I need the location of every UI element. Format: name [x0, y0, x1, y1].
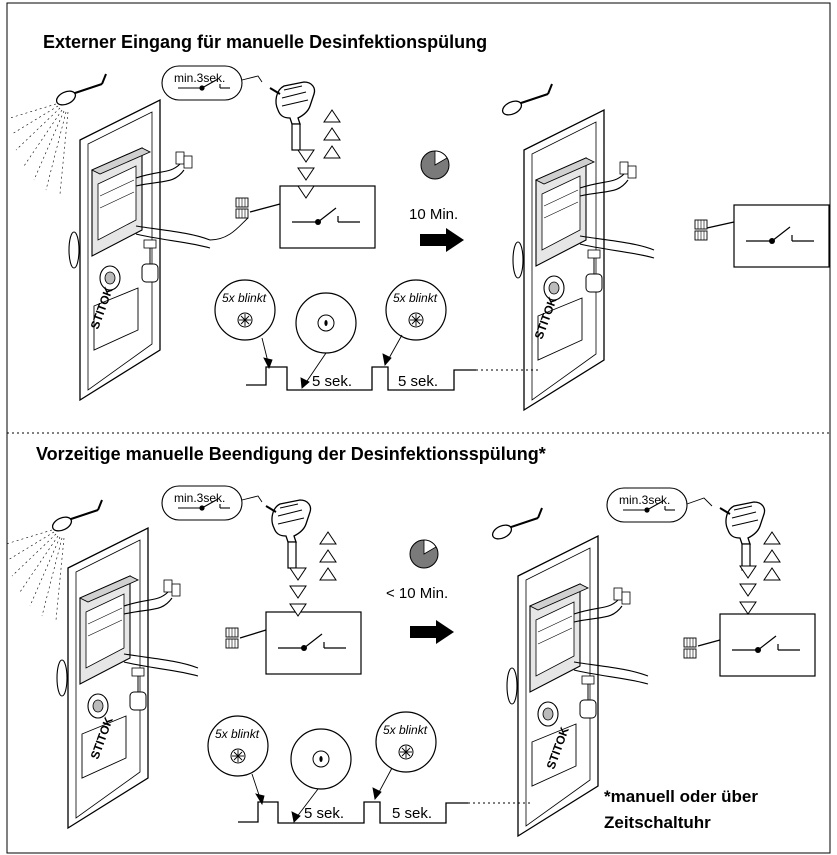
- section2-arrow-icon: [410, 620, 454, 644]
- section2-bubble-right: min.3sek.: [606, 487, 713, 523]
- footnote-line1: *manuell oder über: [604, 787, 758, 806]
- section2-pulse-label-2: 5 sek.: [392, 805, 432, 822]
- svg-text:5x blinkt: 5x blinkt: [393, 291, 438, 305]
- section2-clock-icon: [409, 539, 439, 569]
- section1-pulse-label-2: 5 sek.: [398, 373, 438, 390]
- footnote-line2: Zeitschaltuhr: [604, 813, 711, 832]
- section2-hand-left-icon: [265, 499, 312, 569]
- section2-switchbox-left: [265, 611, 362, 675]
- section1-duration: 10 Min.: [409, 206, 458, 223]
- svg-text:5x blinkt: 5x blinkt: [215, 727, 260, 741]
- section1-pulse-label-1: 5 sek.: [312, 373, 352, 390]
- section2-cable-to-box: [239, 629, 267, 639]
- section1-cable-left: [209, 217, 249, 241]
- section1-clock-icon: [420, 150, 450, 180]
- section1-title: Externer Eingang für manuelle Desinfekti…: [43, 32, 487, 52]
- section1-device-left: STITOK: [68, 99, 211, 401]
- section1-led-blink-1: 5x blinkt: [214, 279, 276, 341]
- section1-led-blink-2: 5x blinkt: [385, 279, 447, 341]
- section2-device-left: STITOK: [56, 527, 199, 829]
- section2-duration: < 10 Min.: [386, 585, 448, 602]
- section2-bubble-left: min.3sek.: [161, 485, 263, 521]
- section2-switchbox-right: [719, 613, 816, 677]
- section2-up-arrows-left-icon: [319, 531, 337, 581]
- section2-led-steady: [290, 728, 352, 790]
- section2-cable-right: [697, 639, 721, 647]
- section1-arrow-icon: [420, 228, 464, 252]
- section2-led-blink-1: 5x blinkt: [207, 715, 269, 777]
- section1-switchbox-right: [733, 204, 830, 268]
- section1-up-arrows-icon: [323, 109, 341, 159]
- section2-down-arrows-left-icon: [289, 567, 307, 617]
- section1-hand-icon: [269, 81, 316, 151]
- svg-text:min.3sek.: min.3sek.: [174, 71, 225, 85]
- svg-text:min.3sek.: min.3sek.: [174, 491, 225, 505]
- section2-connector-left: [225, 627, 239, 649]
- section2-connector-right: [683, 637, 697, 659]
- section1-shower-right: [499, 83, 553, 119]
- section1-bubble: min.3sek.: [161, 65, 263, 101]
- section1-pulse-signal: [246, 366, 476, 391]
- section2-led-blink-2: 5x blinkt: [375, 711, 437, 773]
- section1-led-pointers: [261, 334, 403, 389]
- section2-hand-right-icon: [719, 501, 766, 571]
- section1-switchbox: [279, 185, 376, 249]
- svg-text:min.3sek.: min.3sek.: [619, 493, 670, 507]
- section1-device-right: STITOK: [512, 109, 655, 411]
- outer-frame: [6, 2, 831, 854]
- section1-connector-left: [235, 197, 249, 219]
- section2-pulse-label-1: 5 sek.: [304, 805, 344, 822]
- section1-cable-to-box: [249, 203, 281, 213]
- section2-pulse-signal: [238, 801, 468, 824]
- section1-led-steady: [295, 292, 357, 354]
- section2-title: Vorzeitige manuelle Beendigung der Desin…: [36, 444, 546, 464]
- section2-down-arrows-right-icon: [739, 565, 757, 615]
- section1-connector-right: [694, 219, 708, 241]
- svg-text:5x blinkt: 5x blinkt: [222, 291, 267, 305]
- section1-cable-right: [706, 221, 735, 229]
- section2-device-right: STITOK: [506, 535, 649, 837]
- svg-text:5x blinkt: 5x blinkt: [383, 723, 428, 737]
- section2-up-arrows-right-icon: [763, 531, 781, 581]
- section2-shower-right: [489, 507, 543, 543]
- section2-led-pointers: [251, 767, 393, 823]
